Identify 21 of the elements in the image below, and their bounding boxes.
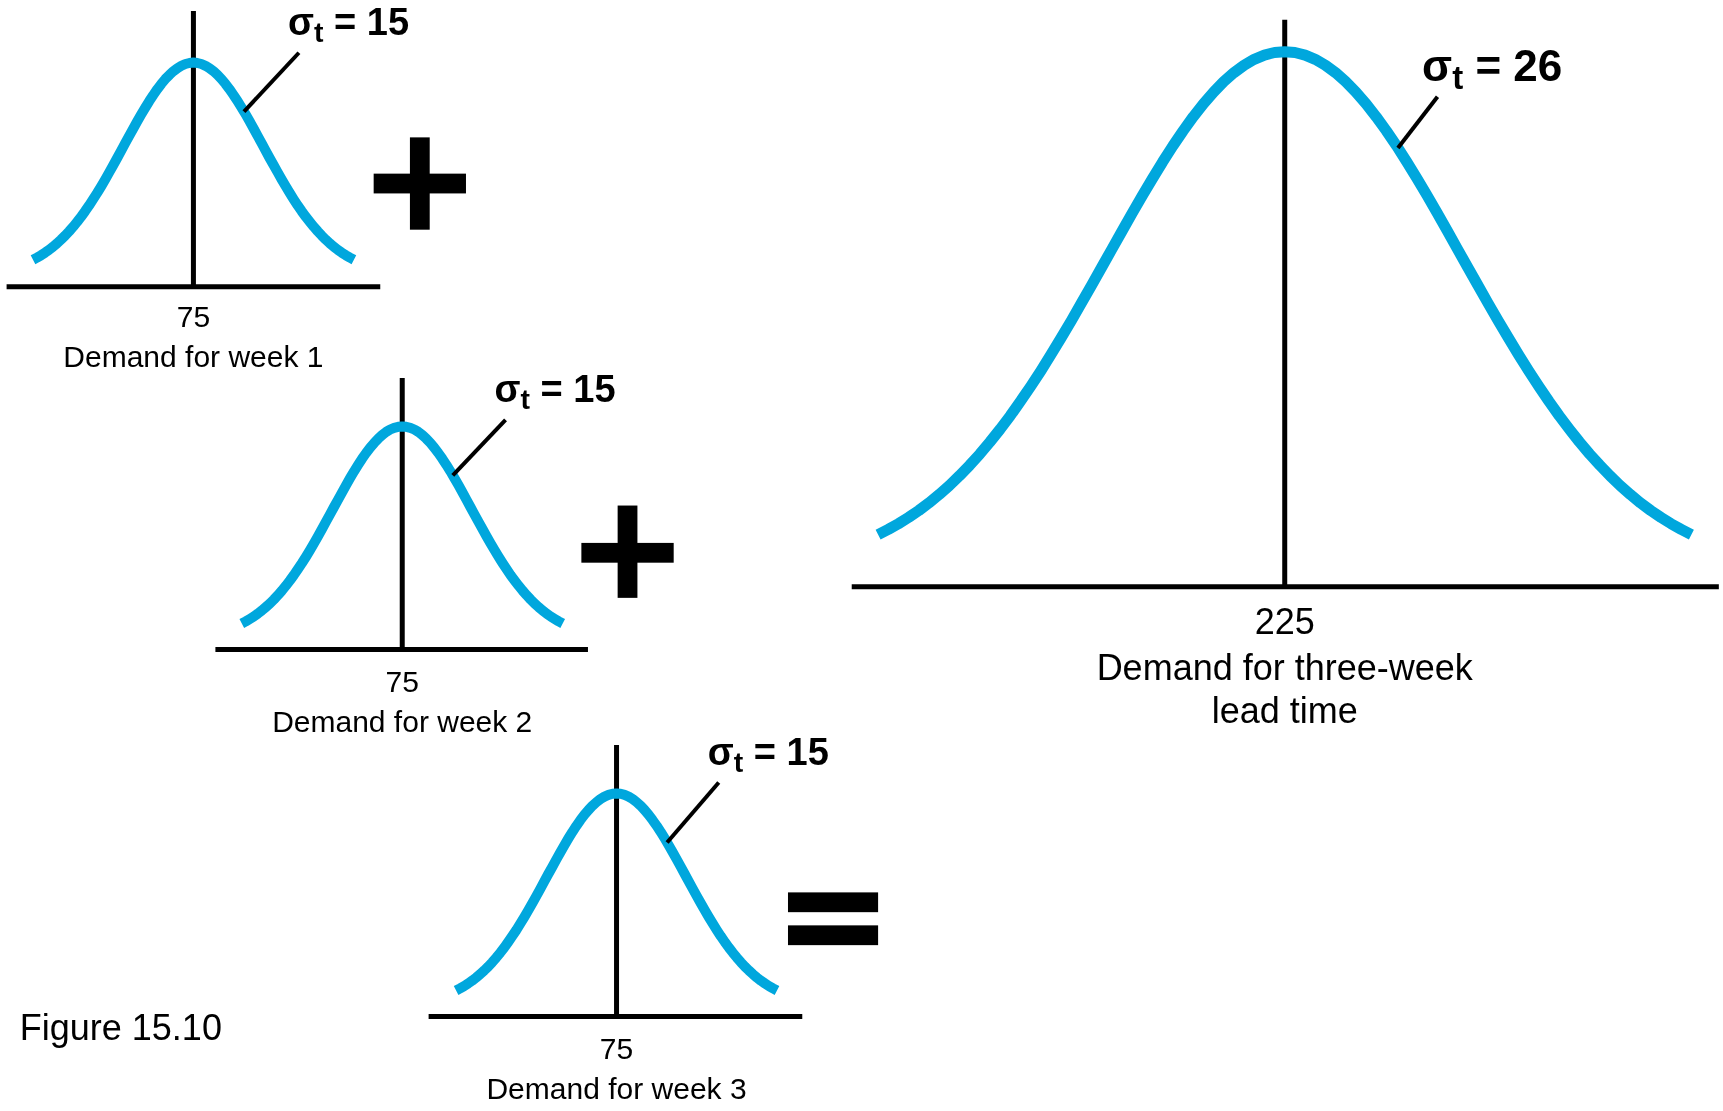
sigma-label: σ$_{t}$ = 15 bbox=[287, 2, 409, 49]
bell-curve bbox=[875, 46, 1694, 540]
figure-caption: Figure 15.10 bbox=[19, 1006, 222, 1049]
axis-caption: Demand for week 3 bbox=[485, 1070, 748, 1107]
sigma-label: σ$_{t}$ = 15 bbox=[707, 731, 829, 779]
leader-line bbox=[242, 51, 301, 113]
sigma-label: σ$_{t}$ = 15 bbox=[494, 369, 616, 416]
leader-line bbox=[665, 781, 721, 844]
axis-caption: Demand for week 1 bbox=[62, 338, 325, 375]
leader-line bbox=[1396, 95, 1440, 150]
tick-value: 75 bbox=[384, 663, 420, 700]
tick-value: 225 bbox=[1253, 600, 1316, 644]
bell-curve bbox=[30, 57, 357, 265]
axis-caption: Demand for week 2 bbox=[271, 703, 534, 740]
tick-value: 75 bbox=[598, 1030, 635, 1067]
sigma-label: σ$_{t}$ = 26 bbox=[1422, 41, 1563, 97]
tick-value: 75 bbox=[175, 298, 212, 335]
axis-caption: Demand for three-week lead time bbox=[1095, 646, 1474, 733]
leader-line bbox=[451, 418, 507, 477]
bell-curve bbox=[239, 421, 566, 628]
bell-curve bbox=[453, 788, 780, 995]
